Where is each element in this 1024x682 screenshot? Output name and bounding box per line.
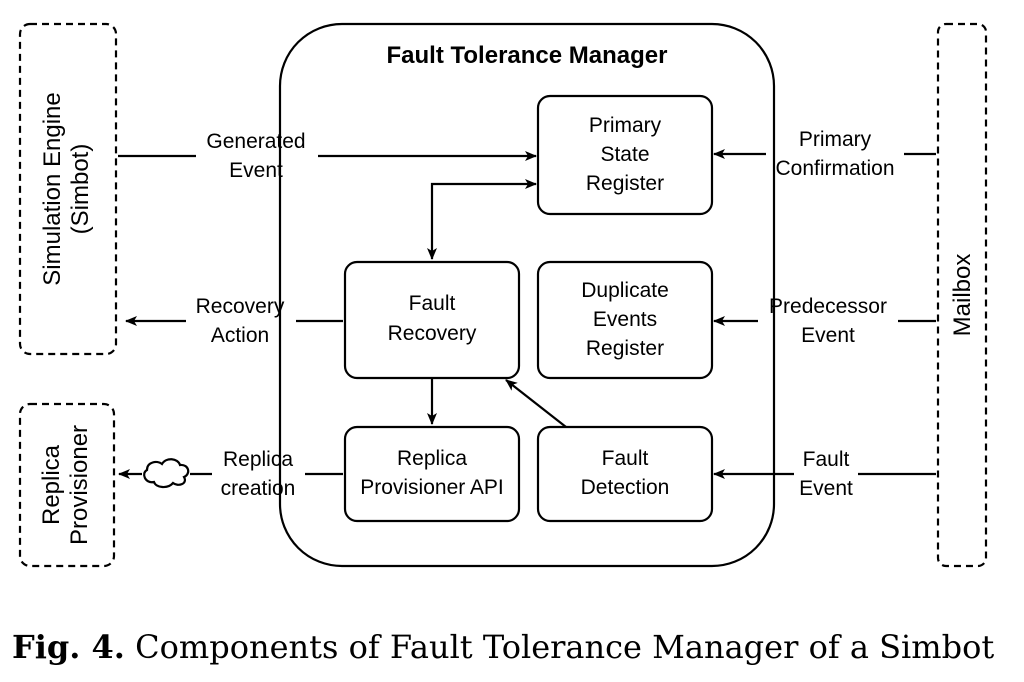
caption-text: Components of Fault Tolerance Manager of…: [135, 628, 995, 666]
replica-provisioner-line-2: Provisioner: [66, 425, 93, 545]
mailbox-box: [936, 22, 988, 568]
mailbox-label: Mailbox: [949, 254, 976, 337]
replica-provisioner-label: Replica Provisioner: [38, 425, 93, 545]
detection-to-recovery-arrow: [505, 379, 567, 428]
fault-detection-box: [536, 425, 714, 523]
sim-engine-line-2: (Simbot): [67, 144, 94, 235]
replica-provisioner-api-box: [343, 425, 521, 523]
fault-detection-line-1: Fault: [602, 447, 649, 470]
recovery-action-label-2: Action: [211, 324, 269, 347]
primary-confirmation-label-1: Primary: [799, 128, 872, 151]
der-line-1: Duplicate: [581, 279, 669, 302]
simulation-engine-box: [18, 22, 118, 356]
fault-event-label-2: Event: [799, 477, 853, 500]
rpa-line-2: Provisioner API: [360, 476, 504, 499]
fault-event-label-1: Fault: [803, 448, 850, 471]
psr-line-2: State: [600, 143, 649, 166]
duplicate-events-register-box: [536, 260, 714, 380]
generated-event-label-1: Generated: [206, 130, 305, 153]
psr-fault-recovery-arrow: [427, 179, 537, 260]
simulation-engine-label: Simulation Engine (Simbot): [39, 92, 94, 285]
fault-recovery-box: [343, 260, 521, 380]
psr-line-3: Register: [586, 172, 664, 195]
psr-line-1: Primary: [589, 114, 662, 137]
predecessor-event-label-1: Predecessor: [769, 295, 887, 318]
primary-confirmation-label-2: Confirmation: [775, 157, 894, 180]
der-line-3: Register: [586, 337, 664, 360]
der-line-2: Events: [593, 308, 657, 331]
fault-detection-line-2: Detection: [581, 476, 670, 499]
fault-recovery-line-2: Recovery: [388, 322, 477, 345]
rpa-line-1: Replica: [397, 447, 467, 470]
architecture-diagram: Fault Tolerance Manager Simulation Engin…: [18, 22, 988, 568]
predecessor-event-label-2: Event: [801, 324, 855, 347]
replica-provisioner-line-1: Replica: [38, 444, 65, 525]
primary-state-register-box: [536, 94, 714, 216]
mailbox-text: Mailbox: [949, 254, 976, 337]
cloud-icon: [143, 458, 190, 489]
fault-recovery-line-1: Fault: [409, 292, 456, 315]
caption-label: Fig. 4.: [12, 628, 125, 666]
ftm-title: Fault Tolerance Manager: [387, 42, 668, 69]
sim-engine-line-1: Simulation Engine: [39, 92, 66, 285]
generated-event-label-2: Event: [229, 159, 283, 182]
replica-creation-label-2: creation: [221, 477, 296, 500]
figure-caption: Fig. 4. Components of Fault Tolerance Ma…: [12, 624, 1012, 670]
recovery-action-label-1: Recovery: [196, 295, 285, 318]
replica-creation-label-1: Replica: [223, 448, 293, 471]
replica-provisioner-box: [18, 402, 116, 568]
